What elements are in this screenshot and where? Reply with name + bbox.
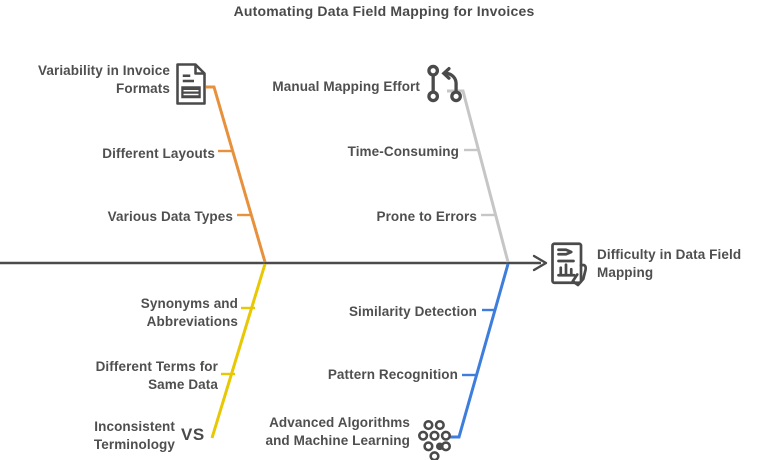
branch-label-variability-invoice-formats: Variability in Invoice Formats: [38, 63, 170, 96]
document-analysis-hand-icon: [551, 242, 588, 287]
spine-arrowhead: [532, 254, 548, 272]
vs-icon: VS: [181, 425, 205, 444]
item-pattern-recognition: Pattern Recognition: [327, 367, 458, 382]
item-prone-to-errors: Prone to Errors: [376, 209, 477, 224]
branch-label-advanced-algorithms-ml: Advanced Algorithms and Machine Learning: [265, 415, 410, 448]
branch-label-inconsistent-terminology: Inconsistent Terminology: [93, 419, 175, 452]
item-different-terms-for-same-data: Different Terms for Same Data: [95, 359, 218, 392]
item-time-consuming: Time-Consuming: [347, 144, 459, 159]
branch-top-left-line: [206, 85, 267, 263]
git-branch-arrow-icon: [427, 64, 462, 103]
branch-bottom-right-line: [450, 263, 510, 439]
item-different-layouts: Different Layouts: [102, 146, 215, 161]
item-synonyms-and-abbreviations: Synonyms and Abbreviations: [140, 296, 238, 329]
diagram-title: Automating Data Field Mapping for Invoic…: [233, 3, 535, 19]
item-various-data-types: Various Data Types: [107, 209, 233, 224]
branch-top-right-line: [447, 89, 510, 263]
head-label-difficulty-in-data-field-mapping: Difficulty in Data Field Mapping: [597, 247, 742, 280]
branch-label-manual-mapping-effort: Manual Mapping Effort: [272, 79, 420, 94]
invoice-document-icon: [176, 63, 206, 105]
item-similarity-detection: Similarity Detection: [348, 304, 477, 319]
branch-bottom-left-line: [210, 263, 267, 439]
network-nodes-icon: [418, 419, 451, 460]
